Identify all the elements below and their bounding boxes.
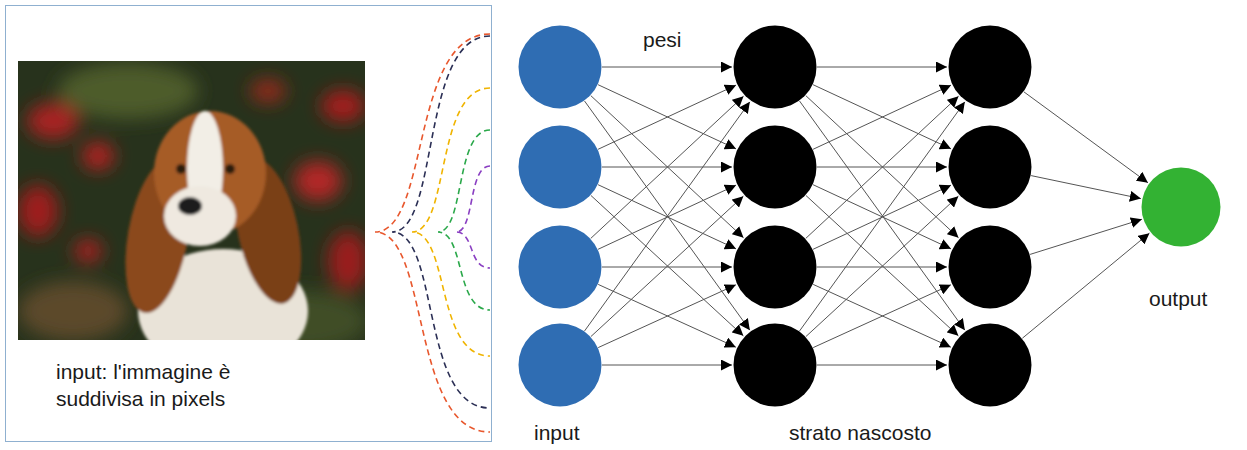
weight-connection [817,365,947,366]
input-neuron [518,125,602,209]
hidden-neuron [733,25,817,109]
neuron-disc [519,226,602,309]
weight-connection [598,85,736,149]
neuron-outline [733,225,817,309]
neuron-outline [1141,167,1221,247]
weight-connection [602,365,732,366]
weight-connection [1022,233,1149,338]
neuron-outline [518,323,602,407]
dashed-brace [392,36,490,408]
hidden-neuron [733,323,817,407]
neuron-outline [733,125,817,209]
dog [115,111,313,340]
hidden-neuron [948,125,1032,209]
hidden-neuron [948,225,1032,309]
weight-connection [598,285,736,348]
neuron-disc [519,126,602,209]
weight-connection [598,284,736,347]
neuron-disc [1142,168,1221,247]
neuron-outline [733,323,817,407]
dashed-brace [412,88,490,356]
layer-label: strato nascosto [789,419,931,446]
dashed-brace [438,130,490,310]
weight-connection [800,102,965,331]
neuron-outline [948,225,1032,309]
neuron-disc [519,26,602,109]
weight-connection [598,85,736,149]
dashed-brace [375,34,490,432]
hidden-neuron [948,323,1032,407]
dashed-brace [456,166,490,268]
neuron-outline [518,25,602,109]
neuron-outline [518,225,602,309]
neuron-disc [734,126,817,209]
neuron-disc [734,226,817,309]
weight-connection [1031,176,1141,199]
neuron-disc [949,126,1032,209]
weight-connection [813,85,951,149]
image-panel: input: l'immagine è suddivisa in pixels [5,5,492,442]
neuron-disc [519,324,602,407]
weight-connection [585,101,750,330]
weight-connection [1024,92,1148,183]
weight-connection [806,196,958,336]
neuron-disc [949,226,1032,309]
weight-connection [1030,219,1142,254]
input-neuron [518,25,602,109]
neuron-outline [948,323,1032,407]
neuron-outline [733,25,817,109]
dog-photo [18,61,365,340]
input-neuron [518,225,602,309]
input-neuron [518,323,602,407]
weight-connection [585,102,750,331]
hidden-neuron [733,125,817,209]
neuron-disc [734,324,817,407]
weight-connection [817,67,947,68]
neuron-disc [949,324,1032,407]
weight-connection [813,85,951,149]
neuron-disc [949,26,1032,109]
weight-connection [591,196,743,336]
layer-label: input [534,419,580,446]
neuron-disc [734,26,817,109]
neuron-outline [518,125,602,209]
hidden-neuron [948,25,1032,109]
weights-label: pesi [643,26,682,53]
caption-text: input: l'immagine è suddivisa in pixels [56,358,321,413]
neuron-outline [948,25,1032,109]
hidden-neuron [733,225,817,309]
output-neuron [1141,167,1221,247]
neuron-outline [948,125,1032,209]
weight-connection [602,67,732,68]
weight-connection [813,285,951,348]
weight-connection [813,284,951,347]
weight-connection [800,101,965,330]
layer-label: output [1149,285,1207,312]
